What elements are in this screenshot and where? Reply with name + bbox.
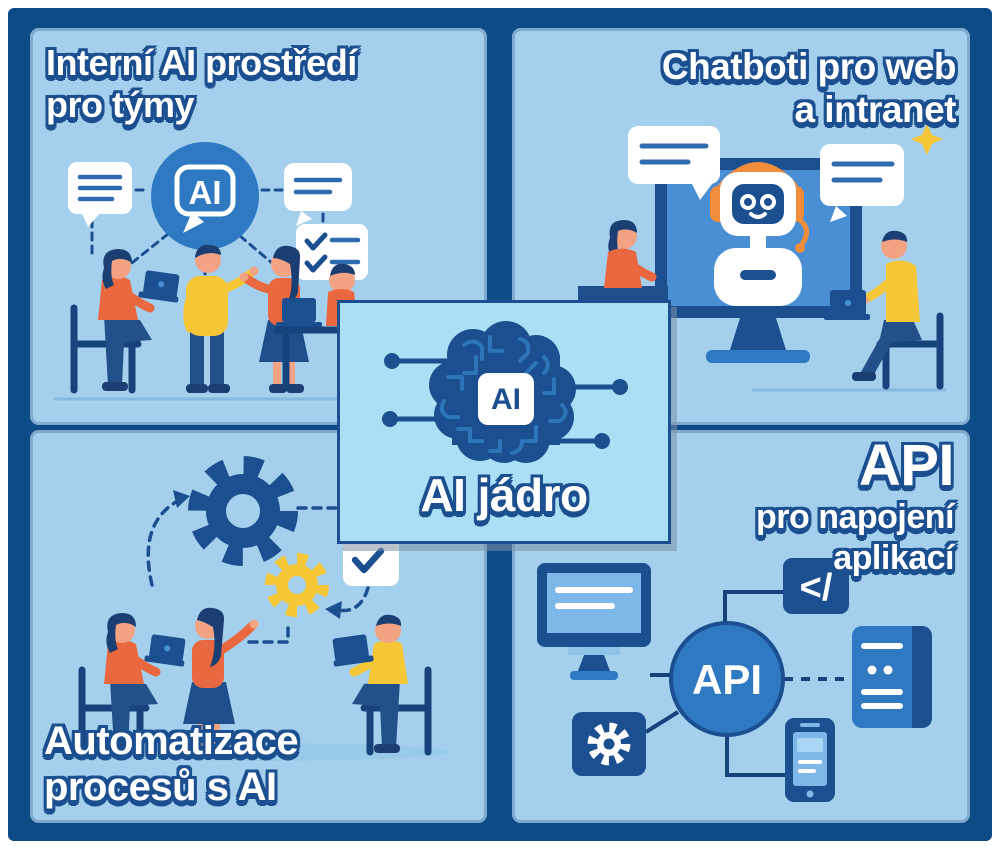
laptop-icon — [824, 290, 870, 320]
laptop-icon — [138, 270, 180, 303]
internal-ai-illustration: AI — [54, 142, 463, 401]
spark-icon — [911, 124, 943, 155]
check-card-icon — [343, 536, 399, 586]
yellow-gear-icon — [265, 553, 329, 617]
title-line: pro napojení — [756, 497, 955, 536]
seated-woman-laptop — [78, 613, 186, 756]
circuit-nodes — [382, 353, 628, 449]
ai-bubble-label: AI — [189, 174, 222, 211]
title-line: pro týmy — [46, 83, 195, 125]
title-line: API — [858, 433, 955, 498]
title-line: Interní AI prostředí — [46, 42, 357, 83]
automation-illustration — [60, 456, 450, 761]
ai-core-illustration: AI — [382, 321, 628, 463]
robot-icon — [710, 162, 809, 306]
code-tag-label: </ — [800, 567, 833, 609]
panel-title-chatbots: Chatboti pro web a intranet — [661, 46, 957, 132]
code-tag-icon: </ — [783, 558, 849, 614]
title-line: aplikací — [833, 539, 954, 578]
chat-bubble-icon — [284, 163, 352, 226]
arrowheads — [173, 490, 342, 619]
laptop-icon — [332, 634, 374, 667]
api-illustration: </ API — [537, 558, 932, 802]
seated-man-right — [824, 230, 944, 390]
panel-internal-ai-environment: AI — [30, 28, 487, 425]
process-gear-icon — [188, 456, 298, 566]
chat-bubble-left-icon — [628, 126, 720, 200]
panel-title-api: API pro napojení aplikací — [756, 433, 955, 580]
title-line: Chatboti pro web — [661, 46, 957, 87]
server-icon — [852, 626, 932, 728]
panel-title-automation: Automatizace procesů s AI — [44, 718, 299, 811]
panel-title-internal-ai: Interní AI prostředí pro týmy — [46, 42, 357, 126]
panel-ai-core: AI AI jádro — [337, 300, 671, 544]
title-line: a intranet — [794, 88, 956, 130]
connector-lines — [644, 590, 851, 777]
ai-brain-icon: AI — [429, 321, 576, 463]
desktop-icon — [537, 563, 651, 680]
ai-bubble-icon: AI — [151, 142, 259, 250]
ai-chip-label: AI — [491, 383, 521, 416]
ai-core-title: AI jádro — [420, 469, 588, 521]
title-line: procesů s AI — [44, 765, 277, 810]
standing-man — [183, 244, 259, 393]
smartphone-icon — [785, 718, 835, 802]
api-circle-label: API — [692, 656, 762, 703]
seated-woman-laptop — [70, 249, 180, 394]
chat-bubble-right-icon — [820, 144, 904, 222]
title-line: Automatizace — [44, 719, 299, 763]
floor-shadow — [60, 743, 450, 761]
gear-icon — [572, 712, 646, 776]
document-card-icon — [68, 162, 132, 227]
laptop-icon — [144, 634, 186, 667]
api-circle: API — [669, 621, 785, 737]
standing-woman — [183, 607, 259, 755]
seated-man-laptop — [332, 614, 432, 756]
